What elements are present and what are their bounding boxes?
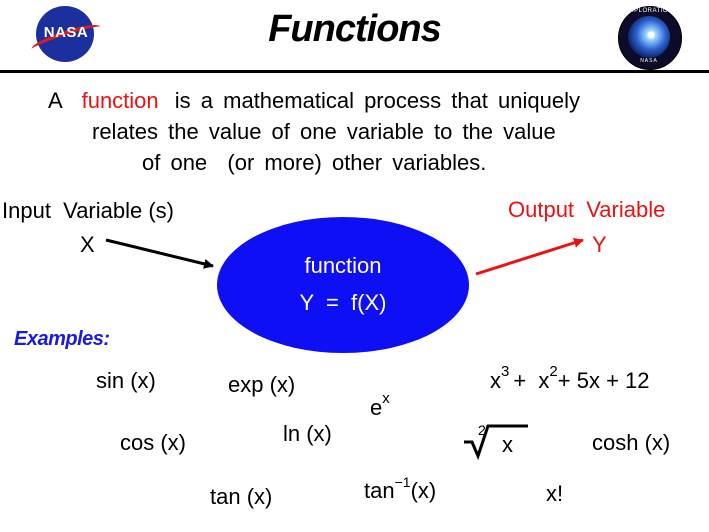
definition-line-1: A function is a mathematical process tha… xyxy=(48,88,580,114)
seal-planet xyxy=(628,16,670,58)
example-arctan: tan−1(x) xyxy=(364,475,437,504)
output-arrow xyxy=(475,237,584,276)
polynomial-x: x xyxy=(490,368,501,393)
example-cosh: cosh (x) xyxy=(592,430,671,455)
definition-article: A xyxy=(48,88,62,113)
arctan-arg: (x) xyxy=(410,478,437,503)
example-factorial: x! xyxy=(546,481,564,506)
polynomial-tail: + 5x + 12 xyxy=(557,368,650,393)
definition-keyword: function xyxy=(81,88,159,113)
function-ellipse xyxy=(217,217,469,353)
example-cos: cos (x) xyxy=(120,430,186,455)
polynomial-square: 2 xyxy=(549,363,558,380)
seal-text-bottom: NASA xyxy=(640,58,658,64)
example-ln: ln (x) xyxy=(283,421,332,446)
definition-line-1-rest: is a mathematical process that uniquely xyxy=(174,88,580,113)
nasa-logo-text: NASA xyxy=(43,24,89,41)
example-polynomial: x3+ x2+ 5x + 12 xyxy=(490,364,650,394)
nasa-logo-disk xyxy=(36,6,94,62)
seal-text-top: EXPLORATION xyxy=(625,8,673,14)
root-argument: x xyxy=(502,432,513,457)
arctan-base: tan xyxy=(364,478,395,503)
input-arrow xyxy=(105,238,214,269)
output-variable-label: Output Variable xyxy=(508,197,666,222)
polynomial-cube: 3 xyxy=(501,363,510,380)
exploration-seal-logo: EXPLORATION NASA xyxy=(618,6,682,70)
radical-sign-icon xyxy=(464,424,528,460)
polynomial-plus-x: + x xyxy=(513,368,550,393)
exponential-power: x xyxy=(382,390,390,407)
output-symbol: Y xyxy=(592,232,607,257)
example-exponential: ex xyxy=(370,391,390,421)
input-symbol: X xyxy=(80,232,95,257)
exponential-base: e xyxy=(370,395,383,420)
arctan-power: −1 xyxy=(394,474,411,490)
header-divider xyxy=(0,70,709,73)
nasa-logo: NASA xyxy=(28,6,104,62)
definition-line-3: of one (or more) other variables. xyxy=(142,150,487,175)
example-exp: exp (x) xyxy=(228,372,296,397)
function-word: function xyxy=(304,253,382,278)
page-title: Functions xyxy=(268,8,442,50)
example-square-root: 2 x xyxy=(462,420,532,460)
examples-heading: Examples: xyxy=(14,328,110,350)
example-sin: sin (x) xyxy=(96,368,156,393)
example-tan: tan (x) xyxy=(210,484,273,509)
definition-line-2: relates the value of one variable to the… xyxy=(92,119,556,144)
root-index: 2 xyxy=(478,422,486,438)
function-formula: Y = f(X) xyxy=(299,290,387,315)
input-variable-label: Input Variable (s) xyxy=(2,198,175,223)
